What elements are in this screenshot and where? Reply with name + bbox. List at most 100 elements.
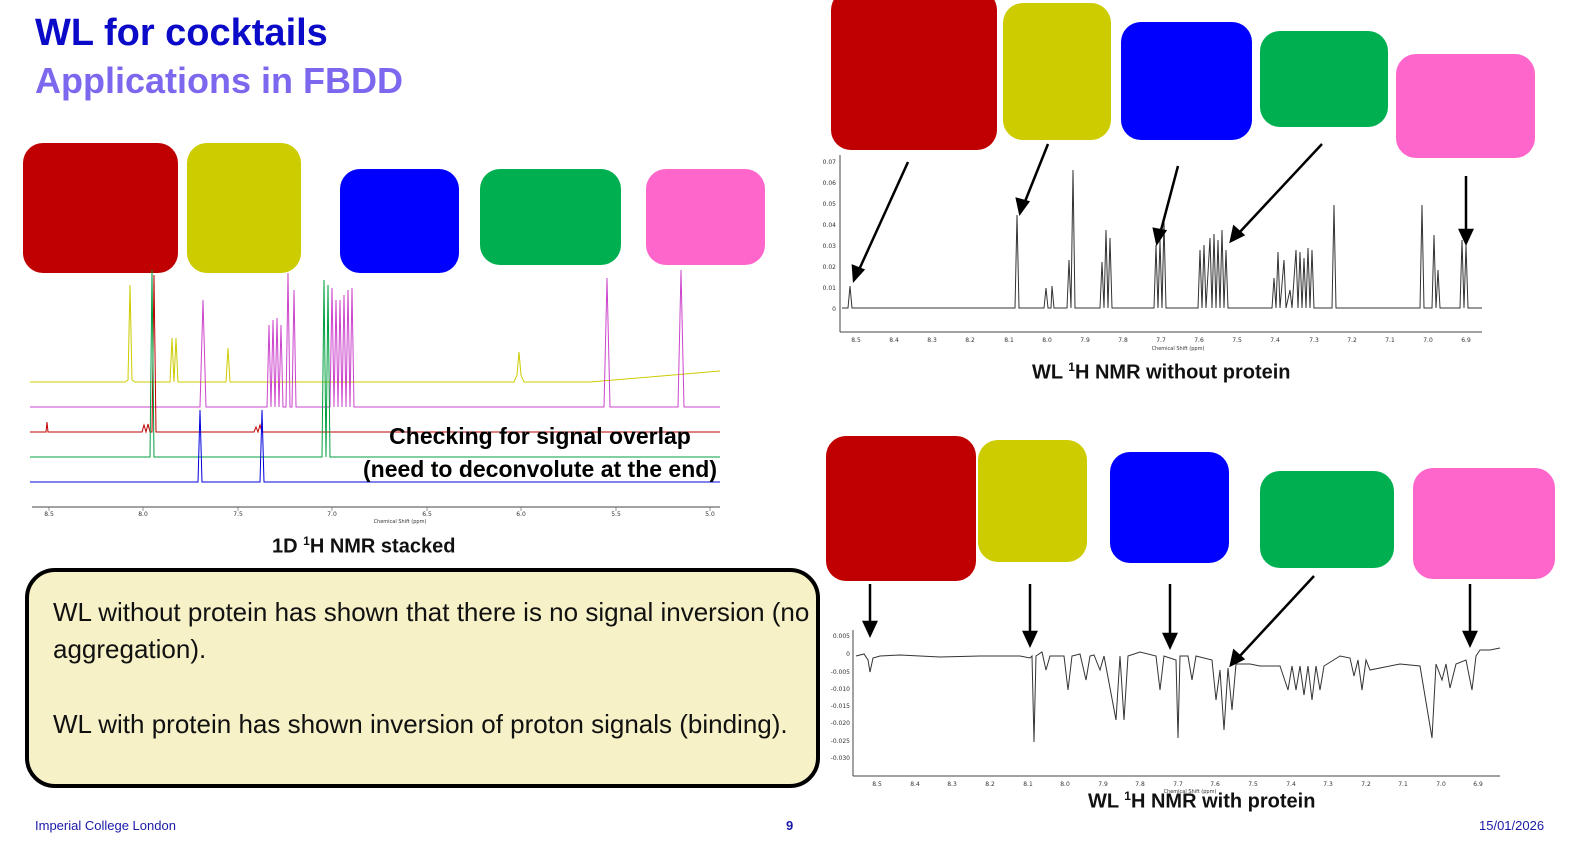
xtick: 7.7 [1173, 781, 1183, 788]
ytick: 0.005 [833, 633, 850, 640]
xtick: 8.2 [965, 337, 975, 344]
ytick: 0.02 [823, 264, 837, 271]
yellow-structure-box [978, 440, 1087, 562]
xtick: 6.9 [1473, 781, 1483, 788]
xtick: 8.5 [851, 337, 861, 344]
xtick: 8.2 [985, 781, 995, 788]
stacked-xtick: 6.5 [422, 511, 432, 518]
xtick: 8.4 [889, 337, 899, 344]
overlap-line-1: Checking for signal overlap [389, 423, 691, 449]
stacked-xtick: 7.0 [327, 511, 337, 518]
blue-structure-box [1121, 22, 1252, 140]
caption-text: H NMR without protein [1074, 361, 1291, 384]
ytick: 0 [832, 306, 836, 313]
xtick: 7.4 [1270, 337, 1280, 344]
pink-structure-box [1413, 468, 1555, 579]
ytick: -0.015 [831, 703, 851, 710]
pink-structure-box [646, 169, 765, 265]
green-structure-box [1260, 31, 1388, 127]
caption-superscript: 1 [1068, 360, 1075, 374]
caption-superscript: 1 [1124, 789, 1131, 803]
ytick: -0.020 [831, 720, 851, 727]
stacked-xtick: 7.5 [233, 511, 243, 518]
caption-text: WL [1088, 790, 1125, 813]
stacked-caption: 1D 1H NMR stacked [272, 534, 455, 559]
ytick: -0.005 [831, 669, 851, 676]
xtick: 7.3 [1323, 781, 1333, 788]
xtick: 7.4 [1286, 781, 1296, 788]
pink-structure-box [1396, 54, 1535, 158]
xtick: 7.7 [1156, 337, 1166, 344]
stacked-xtick: 8.0 [138, 511, 148, 518]
callout-paragraph-2: WL with protein has shown inversion of p… [53, 709, 788, 739]
stacked-xtick: 6.0 [516, 511, 526, 518]
ytick: -0.010 [831, 686, 851, 693]
stacked-xtick: 5.0 [705, 511, 715, 518]
blue-structure-box [340, 169, 459, 273]
footer-page-number: 9 [786, 818, 794, 833]
caption-text: 1D [272, 535, 304, 558]
ytick: 0.04 [823, 222, 837, 229]
xtick: 7.6 [1210, 781, 1220, 788]
xtick: 6.9 [1461, 337, 1471, 344]
with-protein-caption: WL 1H NMR with protein [1088, 789, 1315, 814]
xtick: 7.2 [1361, 781, 1371, 788]
ytick: 0.07 [823, 159, 837, 166]
xtick: 7.3 [1309, 337, 1319, 344]
xtick: 8.3 [947, 781, 957, 788]
xtick: 7.1 [1385, 337, 1395, 344]
without-protein-caption: WL 1H NMR without protein [1032, 360, 1291, 385]
red-structure-box [826, 436, 976, 581]
axis-title: Chemical Shift (ppm) [1152, 346, 1205, 352]
xtick: 7.5 [1248, 781, 1258, 788]
slide-subtitle: Applications in FBDD [35, 60, 403, 101]
ytick: 0.03 [823, 243, 837, 250]
ytick: 0.05 [823, 201, 837, 208]
green-structure-box [1260, 471, 1394, 568]
caption-text: H NMR with protein [1130, 790, 1316, 813]
xtick: 8.1 [1004, 337, 1014, 344]
ytick: -0.025 [831, 738, 851, 745]
xtick: 7.9 [1080, 337, 1090, 344]
callout-paragraph-1: WL without protein has shown that there … [53, 597, 810, 664]
slide-title: WL for cocktails [35, 12, 328, 54]
green-structure-box [480, 169, 621, 265]
stacked-xtick: 5.5 [611, 511, 621, 518]
nmr-with-protein-chart: 0.005 0 -0.005 -0.010 -0.015 -0.020 -0.0… [831, 575, 1501, 795]
xtick: 8.1 [1023, 781, 1033, 788]
axis-title: Chemical Shift (ppm) [1164, 789, 1217, 795]
footer-organisation: Imperial College London [35, 818, 176, 833]
xtick: 8.4 [910, 781, 920, 788]
xtick: 7.1 [1398, 781, 1408, 788]
conclusion-callout: WL without protein has shown that there … [25, 568, 820, 788]
overlap-line-2: (need to deconvolute at the end) [363, 456, 717, 482]
yellow-structure-box [1003, 3, 1111, 140]
red-structure-box [23, 143, 178, 273]
caption-text: WL [1032, 361, 1069, 384]
caption-superscript: 1 [303, 534, 310, 548]
xtick: 7.0 [1423, 337, 1433, 344]
xtick: 8.0 [1060, 781, 1070, 788]
blue-structure-box [1110, 452, 1229, 563]
xtick: 7.8 [1135, 781, 1145, 788]
xtick: 7.2 [1347, 337, 1357, 344]
red-structure-box [831, 0, 997, 150]
footer-date: 15/01/2026 [1479, 818, 1545, 833]
stacked-axis-title: Chemical Shift (ppm) [374, 519, 427, 525]
nmr-without-protein-chart: 0.07 0.06 0.05 0.04 0.03 0.02 0.01 0 8.5… [823, 143, 1482, 352]
xtick: 7.5 [1232, 337, 1242, 344]
stacked-xtick: 8.5 [44, 511, 54, 518]
ytick: 0 [846, 651, 850, 658]
yellow-structure-box [187, 143, 301, 273]
stacked-nmr-spectra: 8.5 8.0 7.5 7.0 6.5 6.0 5.5 5.0 Chemical… [30, 269, 721, 525]
xtick: 7.9 [1098, 781, 1108, 788]
xtick: 8.0 [1042, 337, 1052, 344]
xtick: 7.8 [1118, 337, 1128, 344]
xtick: 8.3 [927, 337, 937, 344]
xtick: 8.5 [872, 781, 882, 788]
ytick: 0.01 [823, 285, 837, 292]
ytick: 0.06 [823, 180, 837, 187]
xtick: 7.6 [1194, 337, 1204, 344]
ytick: -0.030 [831, 755, 851, 762]
xtick: 7.0 [1436, 781, 1446, 788]
